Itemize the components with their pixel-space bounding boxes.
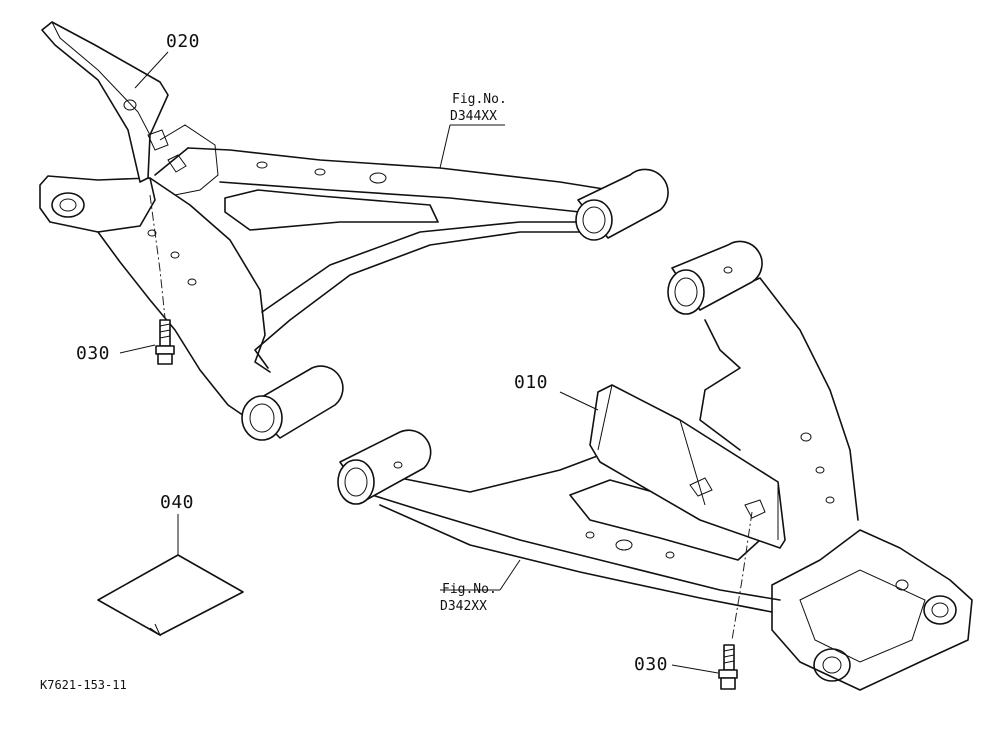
sheet-040 [97,554,244,637]
leader-lines [119,51,719,674]
lower-arm [337,240,973,691]
part-label-010: 010 [514,372,549,393]
guard-020 [41,21,219,196]
part-label-030-lower: 030 [634,654,669,675]
fig-ref-upper-title: Fig.No. [452,92,507,107]
upper-arm [39,147,669,441]
part-label-020: 020 [166,31,201,52]
part-label-040: 040 [160,492,195,513]
part-label-030-upper: 030 [76,343,111,364]
drawing-code: K7621-153-11 [40,678,127,692]
guard-010 [589,384,786,549]
fig-ref-lower-title: Fig.No. [442,582,497,597]
bolt-030-upper [149,194,175,365]
fig-ref-lower-number: D342XX [440,599,487,614]
bolt-030-lower [718,511,753,690]
fig-ref-upper-number: D344XX [450,109,497,124]
